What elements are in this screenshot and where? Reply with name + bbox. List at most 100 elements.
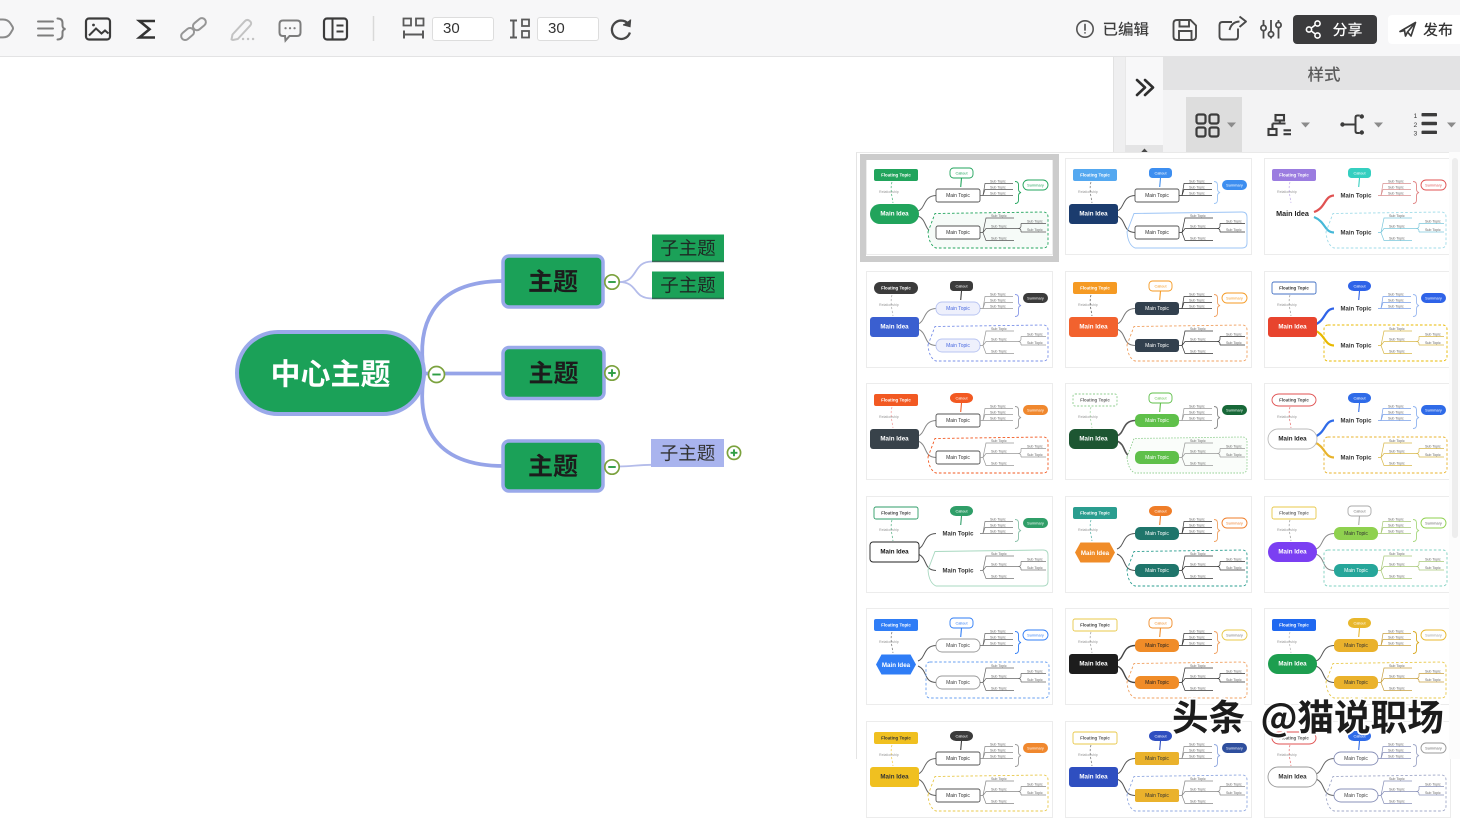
svg-text:Floating Topic: Floating Topic	[1279, 623, 1309, 628]
svg-text:Sub Topic: Sub Topic	[1190, 225, 1206, 229]
svg-text:Sub Topic: Sub Topic	[1027, 557, 1043, 561]
svg-text:Sub Topic: Sub Topic	[1226, 220, 1242, 224]
svg-text:Sub Topic: Sub Topic	[1226, 453, 1242, 457]
svg-text:Relationship: Relationship	[1277, 303, 1297, 307]
svg-text:Sub Topic: Sub Topic	[1226, 678, 1242, 682]
svg-text:Relationship: Relationship	[1078, 303, 1098, 307]
svg-text:Sub Topic: Sub Topic	[1425, 782, 1441, 786]
svg-text:Main Topic: Main Topic	[1145, 230, 1169, 236]
svg-text:Main Topic: Main Topic	[1344, 680, 1368, 686]
svg-text:Sub Topic: Sub Topic	[991, 664, 1007, 668]
svg-text:Sub Topic: Sub Topic	[991, 574, 1007, 578]
svg-text:Sub Topic: Sub Topic	[1226, 332, 1242, 336]
svg-text:Sub Topic: Sub Topic	[1190, 687, 1206, 691]
svg-text:Main Idea: Main Idea	[1278, 773, 1307, 780]
svg-text:Sub Topic: Sub Topic	[1189, 304, 1205, 308]
svg-text:Sub Topic: Sub Topic	[990, 186, 1006, 190]
svg-text:Relationship: Relationship	[879, 640, 899, 644]
svg-text:Main Topic: Main Topic	[946, 230, 970, 236]
svg-text:Sub Topic: Sub Topic	[1190, 450, 1206, 454]
svg-text:Callout: Callout	[1154, 171, 1167, 176]
svg-text:Main Topic: Main Topic	[1341, 230, 1373, 236]
svg-text:Sub Topic: Sub Topic	[1027, 791, 1043, 795]
svg-text:Callout: Callout	[955, 621, 968, 626]
svg-text:Callout: Callout	[1353, 171, 1366, 176]
svg-text:Main Topic: Main Topic	[1344, 643, 1368, 649]
svg-text:Sub Topic: Sub Topic	[1389, 337, 1405, 341]
svg-text:Sub Topic: Sub Topic	[1226, 566, 1242, 570]
svg-text:Summary: Summary	[1027, 408, 1044, 413]
svg-text:Relationship: Relationship	[1078, 415, 1098, 419]
svg-text:Sub Topic: Sub Topic	[1388, 304, 1404, 308]
svg-text:Sub Topic: Sub Topic	[990, 411, 1006, 415]
svg-text:Floating Topic: Floating Topic	[881, 735, 911, 740]
svg-text:Sub Topic: Sub Topic	[1190, 439, 1206, 443]
svg-text:Sub Topic: Sub Topic	[1226, 557, 1242, 561]
svg-text:Main Idea: Main Idea	[1278, 661, 1307, 668]
svg-text:Sub Topic: Sub Topic	[1389, 562, 1405, 566]
svg-text:Main Idea: Main Idea	[1079, 773, 1108, 780]
svg-text:Callout: Callout	[1154, 621, 1167, 626]
svg-text:Main Idea: Main Idea	[882, 662, 911, 669]
svg-text:Main Topic: Main Topic	[1145, 643, 1169, 649]
svg-text:Sub Topic: Sub Topic	[990, 523, 1006, 527]
svg-text:Summary: Summary	[1226, 295, 1243, 300]
svg-text:Relationship: Relationship	[1277, 415, 1297, 419]
svg-text:Floating Topic: Floating Topic	[1080, 173, 1110, 178]
svg-text:Sub Topic: Sub Topic	[1190, 664, 1206, 668]
svg-text:Sub Topic: Sub Topic	[1388, 523, 1404, 527]
svg-text:Sub Topic: Sub Topic	[1027, 341, 1043, 345]
svg-text:Main Topic: Main Topic	[1341, 193, 1373, 199]
svg-text:Sub Topic: Sub Topic	[991, 552, 1007, 556]
svg-text:Sub Topic: Sub Topic	[1425, 678, 1441, 682]
svg-text:Floating Topic: Floating Topic	[1080, 398, 1110, 403]
svg-text:Sub Topic: Sub Topic	[1388, 529, 1404, 533]
svg-text:Main Topic: Main Topic	[1145, 193, 1169, 199]
svg-text:Sub Topic: Sub Topic	[991, 777, 1007, 781]
svg-text:Callout: Callout	[1353, 508, 1366, 513]
svg-text:Sub Topic: Sub Topic	[990, 304, 1006, 308]
svg-text:Summary: Summary	[1027, 745, 1044, 750]
svg-text:Summary: Summary	[1027, 183, 1044, 188]
svg-text:Relationship: Relationship	[879, 753, 899, 757]
svg-text:Sub Topic: Sub Topic	[1388, 642, 1404, 646]
svg-text:Sub Topic: Sub Topic	[1189, 417, 1205, 421]
svg-text:Callout: Callout	[955, 508, 968, 513]
svg-text:Sub Topic: Sub Topic	[1190, 799, 1206, 803]
svg-text:Main Idea: Main Idea	[1278, 436, 1307, 443]
svg-text:Callout: Callout	[955, 283, 968, 288]
svg-text:Summary: Summary	[1425, 520, 1442, 525]
svg-text:Floating Topic: Floating Topic	[1279, 398, 1309, 403]
svg-text:Sub Topic: Sub Topic	[1389, 675, 1405, 679]
svg-text:Relationship: Relationship	[1277, 528, 1297, 532]
svg-text:Sub Topic: Sub Topic	[991, 349, 1007, 353]
svg-text:Relationship: Relationship	[879, 190, 899, 194]
svg-text:Main Idea: Main Idea	[1278, 323, 1307, 330]
svg-text:Floating Topic: Floating Topic	[1080, 510, 1110, 515]
svg-text:Sub Topic: Sub Topic	[990, 292, 1006, 296]
svg-text:Sub Topic: Sub Topic	[990, 192, 1006, 196]
svg-text:Main Idea: Main Idea	[1079, 661, 1108, 668]
svg-text:Main Idea: Main Idea	[1079, 323, 1108, 330]
svg-text:Main Topic: Main Topic	[1344, 568, 1368, 574]
svg-text:Sub Topic: Sub Topic	[1189, 411, 1205, 415]
svg-text:Sub Topic: Sub Topic	[1389, 574, 1405, 578]
svg-text:3: 3	[1414, 131, 1418, 138]
svg-text:Sub Topic: Sub Topic	[1388, 748, 1404, 752]
svg-text:Sub Topic: Sub Topic	[1388, 754, 1404, 758]
svg-text:Sub Topic: Sub Topic	[1190, 562, 1206, 566]
svg-text:Sub Topic: Sub Topic	[1388, 630, 1404, 634]
svg-text:Summary: Summary	[1425, 183, 1442, 188]
svg-text:Sub Topic: Sub Topic	[1388, 405, 1404, 409]
svg-text:Floating Topic: Floating Topic	[881, 285, 911, 290]
svg-text:Main Idea: Main Idea	[880, 211, 909, 218]
svg-text:Sub Topic: Sub Topic	[1425, 332, 1441, 336]
svg-text:Sub Topic: Sub Topic	[1027, 566, 1043, 570]
svg-text:Sub Topic: Sub Topic	[1389, 225, 1405, 229]
svg-text:Sub Topic: Sub Topic	[1190, 327, 1206, 331]
svg-text:Sub Topic: Sub Topic	[1190, 349, 1206, 353]
svg-text:Sub Topic: Sub Topic	[1226, 228, 1242, 232]
svg-text:Sub Topic: Sub Topic	[1027, 445, 1043, 449]
svg-text:Sub Topic: Sub Topic	[991, 327, 1007, 331]
svg-text:Sub Topic: Sub Topic	[1425, 566, 1441, 570]
